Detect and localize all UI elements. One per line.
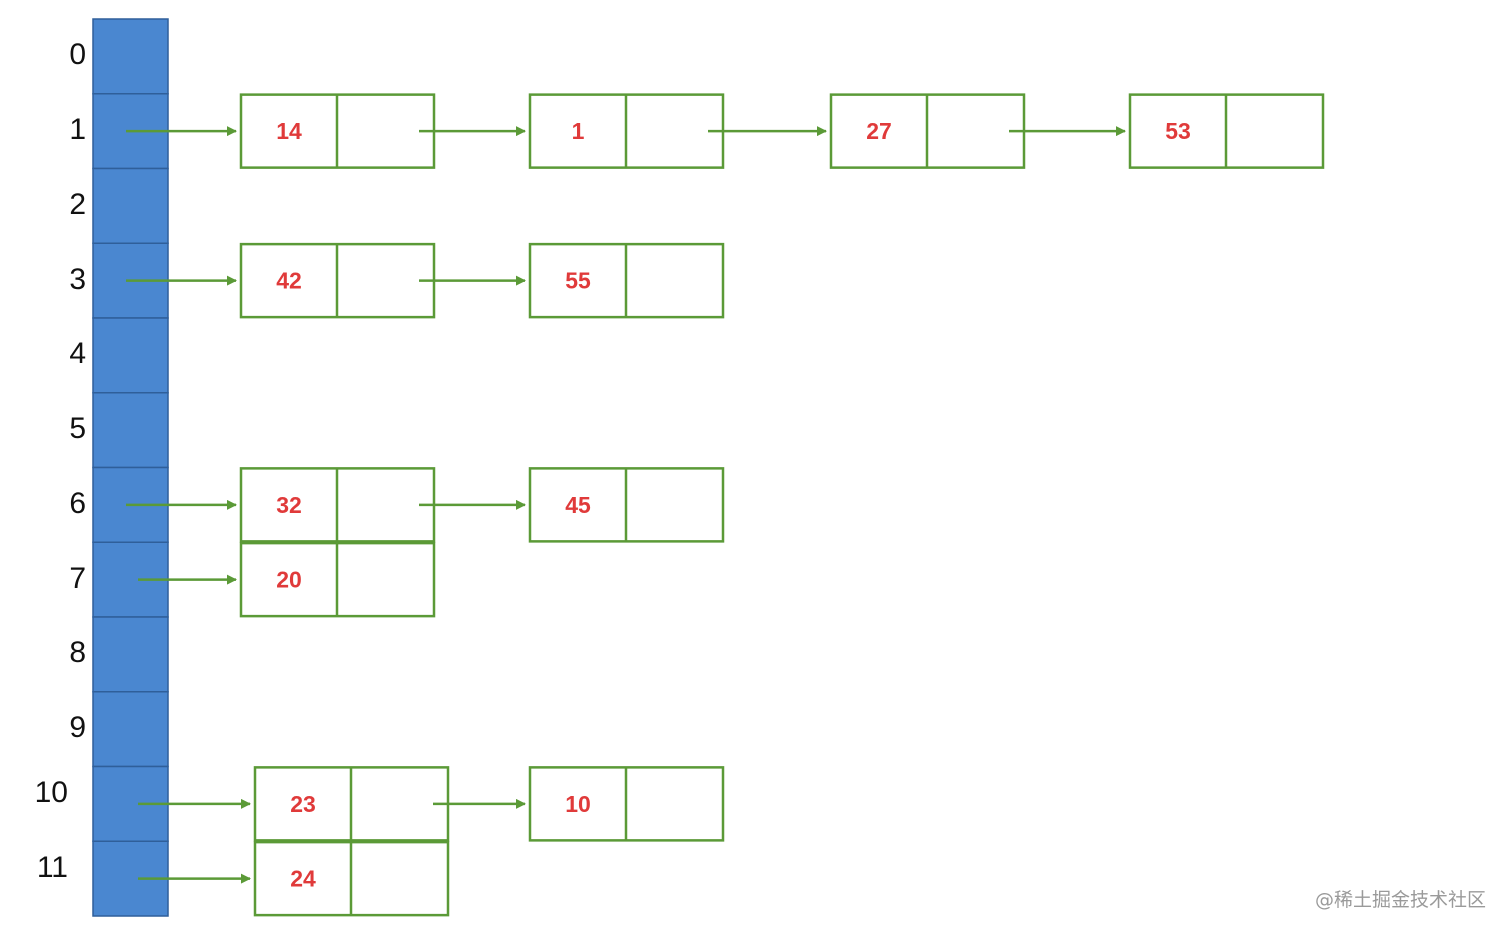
node-value: 10 [565,791,591,817]
list-node-10-0: 23 [253,766,450,842]
node-value: 45 [565,492,591,518]
node-value: 1 [572,118,585,144]
bucket-index-7: 7 [69,561,86,595]
bucket-slot-4 [92,317,169,394]
list-node-1-3: 53 [1128,93,1325,169]
list-node-10-1: 10 [528,766,725,842]
node-value: 53 [1165,118,1191,144]
list-node-3-1: 55 [528,242,725,319]
node-value: 27 [866,118,892,144]
node-value: 14 [276,118,302,144]
list-node-1-2: 27 [829,93,1026,169]
bucket-slot-5 [92,392,169,469]
node-value: 42 [276,268,302,294]
list-node-11-0: 24 [253,840,450,917]
bucket-index-10: 10 [34,775,68,809]
bucket-index-0: 0 [69,38,86,72]
bucket-slot-0 [92,18,169,95]
node-value: 24 [290,866,316,892]
bucket-index-1: 1 [69,113,86,147]
node-value: 23 [290,791,316,817]
list-node-6-1: 45 [528,467,725,543]
node-value: 55 [565,268,591,294]
bucket-index-2: 2 [69,187,86,221]
bucket-index-6: 6 [69,486,86,520]
bucket-index-11: 11 [36,850,68,884]
list-node-7-0: 20 [239,541,436,618]
list-node-1-0: 14 [239,93,436,169]
bucket-index-9: 9 [69,711,86,745]
node-value: 20 [276,567,302,593]
list-node-6-0: 32 [239,467,436,543]
bucket-slot-2 [92,167,169,244]
watermark: @稀土掘金技术社区 [1314,889,1486,911]
bucket-slot-8 [92,616,169,693]
list-node-1-1: 1 [528,93,725,169]
bucket-index-3: 3 [69,262,86,296]
bucket-index-8: 8 [69,636,86,670]
bucket-slot-9 [92,691,169,768]
bucket-index-4: 4 [69,337,86,371]
bucket-index-5: 5 [69,412,86,446]
node-value: 32 [276,492,302,518]
list-node-3-0: 42 [239,242,436,319]
